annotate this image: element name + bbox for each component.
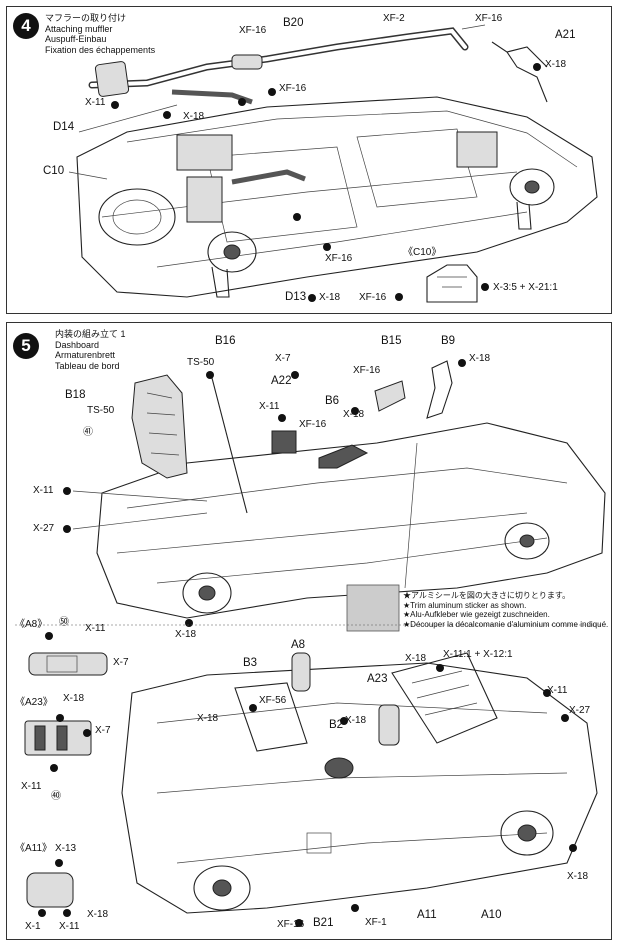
step-number: 5 xyxy=(13,333,39,359)
paint-label: X-18 xyxy=(183,111,205,122)
detail-title: 《A23》 xyxy=(15,697,53,708)
detail-title: 《A11》 xyxy=(15,843,53,854)
paint-label: X-18 xyxy=(545,59,567,70)
paint-label: X-11 xyxy=(21,781,42,792)
note-en: ★Trim aluminum sticker as shown. xyxy=(403,600,527,610)
paint-label: XF-2 xyxy=(383,13,405,24)
step-4-diagram xyxy=(68,24,598,303)
paint-label: XF-16 xyxy=(325,253,353,264)
paint-label: X-27 xyxy=(33,523,55,534)
step-title: 内装の組み立て 1 Dashboard Armaturenbrett Table… xyxy=(55,329,126,371)
title-en: Dashboard xyxy=(55,339,100,350)
decal-number: ㊿ xyxy=(59,617,69,628)
paint-label: X-18 xyxy=(343,409,365,420)
note-ja: ★アルミシールを図の大きさに切りとります。 xyxy=(403,591,571,600)
paint-label: X-27 xyxy=(569,705,591,716)
part-label: B15 xyxy=(381,335,402,347)
part-label: B9 xyxy=(441,335,456,347)
detail-title: 《C10》 xyxy=(403,247,442,258)
part-label: A11 xyxy=(417,909,437,921)
paint-label: XF-16 xyxy=(299,419,327,430)
part-label: B21 xyxy=(313,917,334,929)
title-en: Attaching muffler xyxy=(45,23,113,34)
part-label: D14 xyxy=(53,121,75,133)
step-5-diagram xyxy=(15,359,606,927)
paint-label: X-7 xyxy=(95,725,111,736)
step-4-panel: 4 マフラーの取り付け Attaching muffler Auspuff-Ei… xyxy=(6,6,612,314)
paint-mix-label: X-11:1 + X-12:1 xyxy=(443,649,513,660)
paint-label: X-18 xyxy=(175,629,197,640)
paint-mix-label: X-3:5 + X-21:1 xyxy=(493,282,558,293)
part-label: B20 xyxy=(283,17,304,29)
paint-label: XF-56 xyxy=(259,695,287,706)
part-label: B16 xyxy=(215,335,236,347)
part-label: A8 xyxy=(291,639,306,651)
paint-label: X-11 xyxy=(85,97,106,108)
note-de: ★Alu-Aufkleber wie gezeigt zuschneiden. xyxy=(403,610,550,619)
note-fr: ★Découper la décalcomanie d'aluminium co… xyxy=(403,619,609,629)
title-de: Auspuff-Einbau xyxy=(45,34,107,44)
paint-label: X-11 xyxy=(547,685,568,696)
part-label: B18 xyxy=(65,389,86,401)
part-label: B6 xyxy=(325,395,340,407)
paint-label: X-18 xyxy=(567,871,589,882)
part-label: D13 xyxy=(285,291,307,303)
decal-number: ㊶ xyxy=(83,427,93,438)
paint-label: XF-16 xyxy=(353,365,381,376)
part-label: A23 xyxy=(367,673,388,685)
part-label: B3 xyxy=(243,657,258,669)
step-5-panel: 5 内装の組み立て 1 Dashboard Armaturenbrett Tab… xyxy=(6,322,612,940)
title-ja: 内装の組み立て 1 xyxy=(55,329,126,339)
decal-number: ㊵ xyxy=(51,791,61,802)
part-label: B2 xyxy=(329,719,344,731)
part-label: A21 xyxy=(555,29,576,41)
paint-label: X-18 xyxy=(319,292,341,303)
title-fr: Fixation des échappements xyxy=(45,44,156,55)
paint-label: XF-16 xyxy=(239,25,267,36)
paint-label: X-11 xyxy=(259,401,280,412)
paint-label: X-18 xyxy=(63,693,85,704)
paint-label: X-18 xyxy=(197,713,219,724)
paint-label: XF-1 xyxy=(365,917,387,928)
part-label: A22 xyxy=(271,375,292,387)
paint-label: TS-50 xyxy=(187,357,215,368)
sticker-note: ★アルミシールを図の大きさに切りとります。 ★Trim aluminum sti… xyxy=(403,591,608,629)
paint-label: X-18 xyxy=(345,715,367,726)
paint-label: XF-16 xyxy=(475,13,503,24)
title-de: Armaturenbrett xyxy=(55,350,116,360)
paint-label: X-13 xyxy=(55,843,77,854)
part-label: A10 xyxy=(481,909,502,921)
paint-label: X-11 xyxy=(33,485,54,496)
paint-label: X-11 xyxy=(59,921,80,932)
step-number: 4 xyxy=(13,13,39,39)
paint-label: XF-16 xyxy=(359,292,387,303)
step-title: マフラーの取り付け Attaching muffler Auspuff-Einb… xyxy=(45,13,155,55)
paint-label: X-1 xyxy=(25,921,41,932)
title-ja: マフラーの取り付け xyxy=(45,13,127,23)
paint-label: X-18 xyxy=(87,909,109,920)
paint-label: X-7 xyxy=(113,657,129,668)
paint-label: XF-16 xyxy=(277,919,305,930)
paint-label: XF-16 xyxy=(279,83,307,94)
paint-label: X-7 xyxy=(275,353,291,364)
detail-title: 《A8》 xyxy=(15,619,48,630)
paint-label: X-11 xyxy=(85,623,106,634)
paint-label: X-18 xyxy=(469,353,491,364)
title-fr: Tableau de bord xyxy=(55,360,120,371)
paint-label: TS-50 xyxy=(87,405,115,416)
paint-label: X-18 xyxy=(405,653,427,664)
part-label: C10 xyxy=(43,165,65,177)
